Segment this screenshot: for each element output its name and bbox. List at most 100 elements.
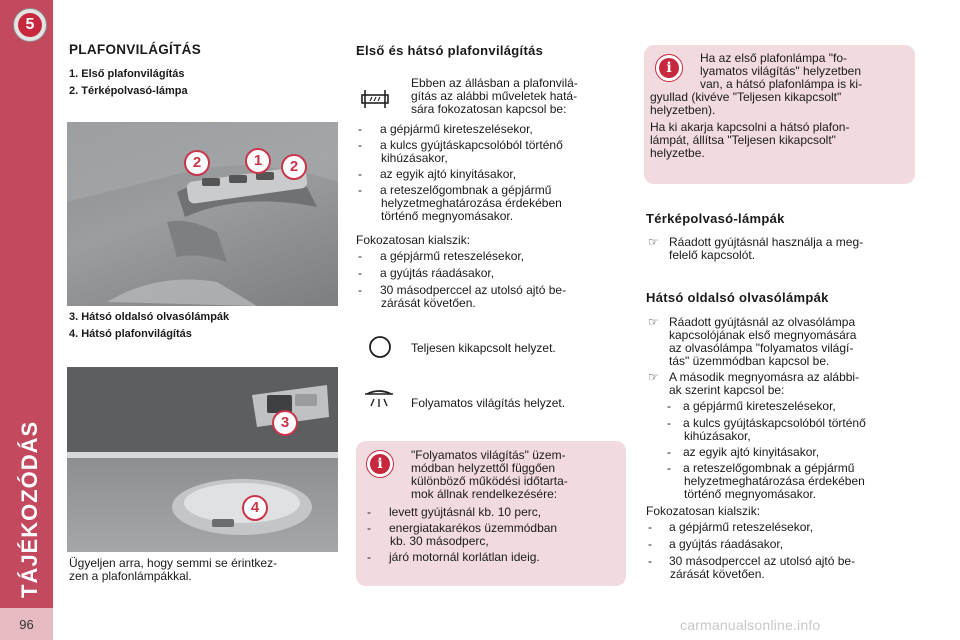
list-item: a gyújtás ráadásakor, xyxy=(380,266,495,280)
rear-lamp-illustration xyxy=(67,367,338,535)
info-text-line: különböző működési időtarta- xyxy=(411,474,568,488)
state-on-label: Folyamatos világítás helyzet. xyxy=(411,396,566,410)
list-dash: - xyxy=(358,183,362,197)
info-text-line: helyzetben). xyxy=(650,103,716,117)
intro-line-3: sára fokozatosan kapcsol be: xyxy=(411,102,567,116)
info-text-line: gyullad (kivéve "Teljesen kikapcsolt" xyxy=(650,90,842,104)
list-dash: - xyxy=(667,445,671,459)
map-text-line: felelő kapcsolót. xyxy=(669,248,756,262)
page-number: 96 xyxy=(19,617,34,632)
info-text-line: módban helyzettől függően xyxy=(411,461,556,475)
list-dash: - xyxy=(358,249,362,263)
list-dash: - xyxy=(648,520,652,534)
watermark: carmanualsonline.info xyxy=(680,617,821,633)
list-dash: - xyxy=(648,537,652,551)
list-item-cont: kihúzásakor, xyxy=(684,429,751,443)
list-item: járó motornál korlátlan ideig. xyxy=(389,550,540,564)
continuous-light-icon xyxy=(365,390,393,407)
list-dash: - xyxy=(367,505,371,519)
page-number-box: 96 xyxy=(0,608,53,640)
list-dash: - xyxy=(667,399,671,413)
intro-line-2: gítás az alábbi műveletek hatá- xyxy=(411,89,578,103)
info-icon: i xyxy=(655,54,683,82)
rear-text-line: Ráadott gyújtásnál az olvasólámpa xyxy=(669,315,856,329)
info-text-line: lámpát, állítsa "Teljesen kikapcsolt" xyxy=(650,133,836,147)
list-item: 30 másodperccel az utolsó ajtó be- xyxy=(669,554,856,568)
chapter-title: TÁJÉKOZÓDÁS xyxy=(17,420,42,598)
section-heading: PLAFONVILÁGÍTÁS xyxy=(69,42,201,57)
list-item-cont: történő megnyomásakor. xyxy=(684,487,817,501)
info-text-line: lyamatos világítás" helyzetben xyxy=(700,64,862,78)
rear-off-intro: Fokozatosan kialszik: xyxy=(646,504,761,518)
info-text-line: mok állnak rendelkezésére: xyxy=(411,487,558,501)
state-off-label: Teljesen kikapcsolt helyzet. xyxy=(411,341,556,355)
rear-lamp-heading: Hátsó oldalsó olvasólámpák xyxy=(646,290,829,305)
front-lamp-photo: 2 1 2 xyxy=(67,122,338,306)
info-text-line: van, a hátsó plafonlámpa is ki- xyxy=(700,77,863,91)
map-lamp-heading: Térképolvasó-lámpák xyxy=(646,211,785,226)
list-item-cont: helyzetmeghatározása érdekében xyxy=(381,196,562,210)
list-item: a gépjármű reteszelésekor, xyxy=(669,520,814,534)
legend-item-1: 1. Első plafonvilágítás xyxy=(69,68,185,80)
legend-item-4: 4. Hátsó plafonvilágítás xyxy=(69,328,192,340)
door-mode-icon xyxy=(361,90,389,108)
label-4: 4 xyxy=(242,495,268,521)
front-lamp-illustration xyxy=(67,122,338,306)
rear-text-line: kapcsolójának első megnyomására xyxy=(669,328,857,342)
hand-bullet-icon: ☞ xyxy=(648,315,659,329)
list-item: a gépjármű kireteszelésekor, xyxy=(380,122,533,136)
note-line-2: zen a plafonlámpákkal. xyxy=(69,569,192,583)
rear-lamp-photo: 3 4 xyxy=(67,367,338,552)
list-dash: - xyxy=(667,461,671,475)
chapter-number-badge: 5 xyxy=(13,8,47,42)
label-2-left: 2 xyxy=(184,150,210,176)
list-item-cont: helyzetmeghatározása érdekében xyxy=(684,474,865,488)
list-dash: - xyxy=(367,550,371,564)
list-item: az egyik ajtó kinyitásakor, xyxy=(683,445,820,459)
list-dash: - xyxy=(358,122,362,136)
list-item: a gyújtás ráadásakor, xyxy=(669,537,784,551)
col2-heading: Első és hátsó plafonvilágítás xyxy=(356,43,544,58)
rear-text-line: az olvasólámpa "folyamatos világí- xyxy=(669,341,854,355)
chapter-sidebar xyxy=(0,0,53,640)
chapter-number: 5 xyxy=(18,13,42,37)
legend-item-3: 3. Hátsó oldalsó olvasólámpák xyxy=(69,311,230,323)
label-1: 1 xyxy=(245,148,271,174)
off-intro: Fokozatosan kialszik: xyxy=(356,233,471,247)
note-line-1: Ügyeljen arra, hogy semmi se érintkez- xyxy=(69,556,278,570)
list-item-cont: zárását követően. xyxy=(670,567,765,581)
off-circle-icon xyxy=(369,336,391,358)
list-dash: - xyxy=(358,283,362,297)
info-text-line: "Folyamatos világítás" üzem- xyxy=(411,448,566,462)
info-box-duration xyxy=(356,441,626,586)
list-item: levett gyújtásnál kb. 10 perc, xyxy=(389,505,542,519)
list-dash: - xyxy=(667,416,671,430)
info-box-rear-lamp xyxy=(644,45,915,184)
list-dash: - xyxy=(358,138,362,152)
label-2-right: 2 xyxy=(281,154,307,180)
list-item: energiatakarékos üzemmódban xyxy=(389,521,558,535)
label-3: 3 xyxy=(272,410,298,436)
rear-text-line: A második megnyomásra az alábbi- xyxy=(669,370,860,384)
info-icon: i xyxy=(366,450,394,478)
hand-bullet-icon: ☞ xyxy=(648,370,659,384)
list-item: a kulcs gyújtáskapcsolóból történő xyxy=(380,138,563,152)
list-item: a gépjármű kireteszelésekor, xyxy=(683,399,836,413)
list-item: 30 másodperccel az utolsó ajtó be- xyxy=(380,283,567,297)
info-text-line: Ha az első plafonlámpa "fo- xyxy=(700,51,848,65)
legend-item-2: 2. Térképolvasó-lámpa xyxy=(69,85,188,97)
info-text-line: helyzetbe. xyxy=(650,146,705,160)
hand-bullet-icon: ☞ xyxy=(648,235,659,249)
list-item: a kulcs gyújtáskapcsolóból történő xyxy=(683,416,866,430)
list-dash: - xyxy=(358,266,362,280)
list-item: a gépjármű reteszelésekor, xyxy=(380,249,525,263)
intro-line-1: Ebben az állásban a plafonvilá- xyxy=(411,76,578,90)
info-text-line: Ha ki akarja kapcsolni a hátsó plafon- xyxy=(650,120,850,134)
rear-text-line: ak szerint kapcsol be: xyxy=(669,383,785,397)
list-item: az egyik ajtó kinyitásakor, xyxy=(380,167,517,181)
list-item: a reteszelőgombnak a gépjármű xyxy=(380,183,552,197)
list-dash: - xyxy=(358,167,362,181)
list-item-cont: történő megnyomásakor. xyxy=(381,209,514,223)
list-item: a reteszelőgombnak a gépjármű xyxy=(683,461,855,475)
list-dash: - xyxy=(367,521,371,535)
